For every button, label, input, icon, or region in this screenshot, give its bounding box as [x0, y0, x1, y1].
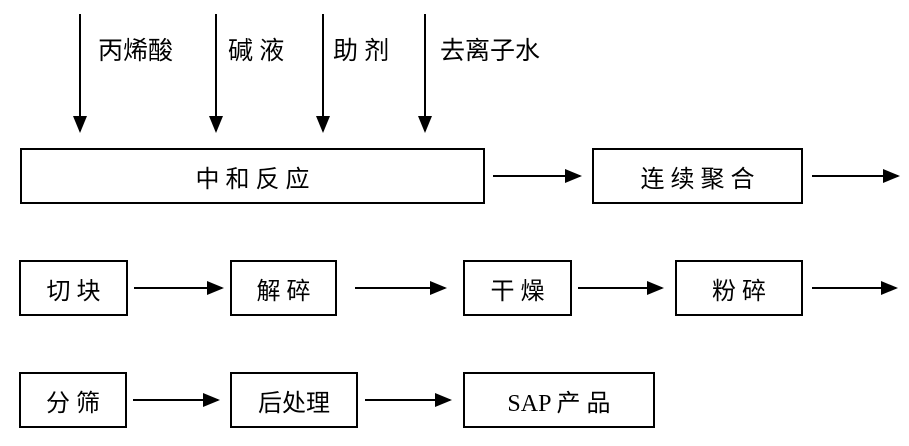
flow-arrow-cutting-to-crushing: [134, 281, 224, 295]
deionized-water-label: 去离子水: [440, 38, 541, 65]
crushing-label: 解 碎: [256, 278, 311, 305]
post-treatment-label: 后处理: [258, 390, 330, 417]
flow-arrow-posttreatment-to-product: [365, 393, 452, 407]
sieving-box: 分 筛: [19, 372, 127, 428]
flow-arrow-neutralization-to-polymerization: [493, 169, 582, 183]
flow-arrow-sieving-to-posttreatment: [133, 393, 220, 407]
flow-arrow-polymerization-out: [812, 169, 900, 183]
input-arrow-acrylic-acid: [73, 14, 87, 133]
sap-product-label: SAP 产 品: [507, 390, 611, 417]
acrylic-acid-label: 丙烯酸: [98, 38, 174, 65]
flow-arrow-drying-to-pulverizing: [578, 281, 664, 295]
neutralization-reaction-label: 中 和 反 应: [195, 166, 310, 193]
drying-label: 干 燥: [490, 278, 545, 305]
flow-arrow-pulverizing-out: [812, 281, 898, 295]
continuous-polymerization-box: 连 续 聚 合: [592, 148, 803, 204]
flow-arrow-crushing-to-drying: [355, 281, 447, 295]
cutting-box: 切 块: [19, 260, 128, 316]
sap-product-box: SAP 产 品: [463, 372, 655, 428]
input-arrow-deionized-water: [418, 14, 432, 133]
auxiliary-agent-label: 助 剂: [333, 38, 390, 65]
input-arrow-auxiliary-agent: [316, 14, 330, 133]
post-treatment-box: 后处理: [230, 372, 358, 428]
input-arrow-alkali-solution: [209, 14, 223, 133]
continuous-polymerization-label: 连 续 聚 合: [640, 166, 755, 193]
pulverizing-box: 粉 碎: [675, 260, 803, 316]
pulverizing-label: 粉 碎: [712, 278, 766, 305]
crushing-box: 解 碎: [230, 260, 337, 316]
alkali-solution-label: 碱 液: [228, 38, 285, 65]
cutting-label: 切 块: [46, 278, 101, 305]
drying-box: 干 燥: [463, 260, 572, 316]
neutralization-reaction-box: 中 和 反 应: [20, 148, 485, 204]
sieving-label: 分 筛: [46, 390, 100, 417]
